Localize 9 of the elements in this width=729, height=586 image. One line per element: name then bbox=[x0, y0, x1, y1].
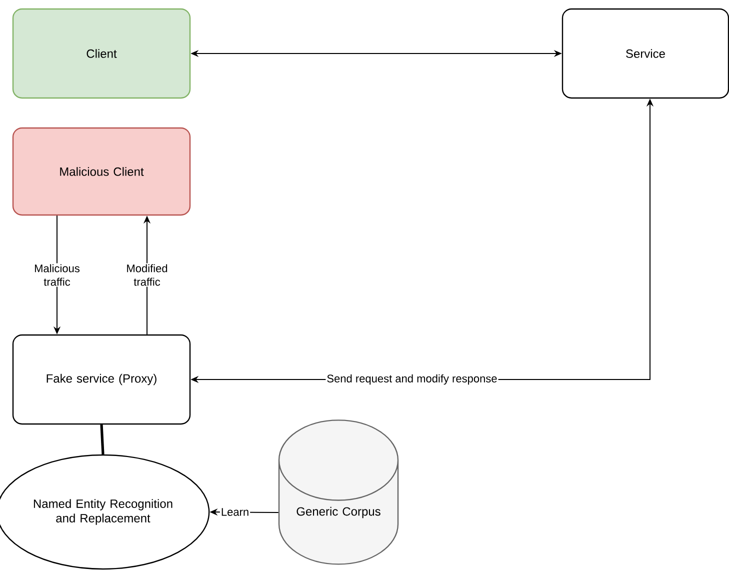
edge-label: Modified traffic bbox=[116, 263, 178, 287]
edge-label: Malicious traffic bbox=[26, 263, 88, 287]
service-box: Service bbox=[562, 8, 729, 99]
client-box: Client bbox=[12, 8, 191, 99]
client-box: Malicious Client bbox=[12, 127, 191, 216]
edge-label: Learn bbox=[220, 507, 250, 517]
database-cylinder: Generic Corpus bbox=[278, 420, 399, 565]
edge-label: Send request and modify response bbox=[326, 373, 498, 386]
proxy-box: Fake service (Proxy) bbox=[12, 334, 191, 425]
